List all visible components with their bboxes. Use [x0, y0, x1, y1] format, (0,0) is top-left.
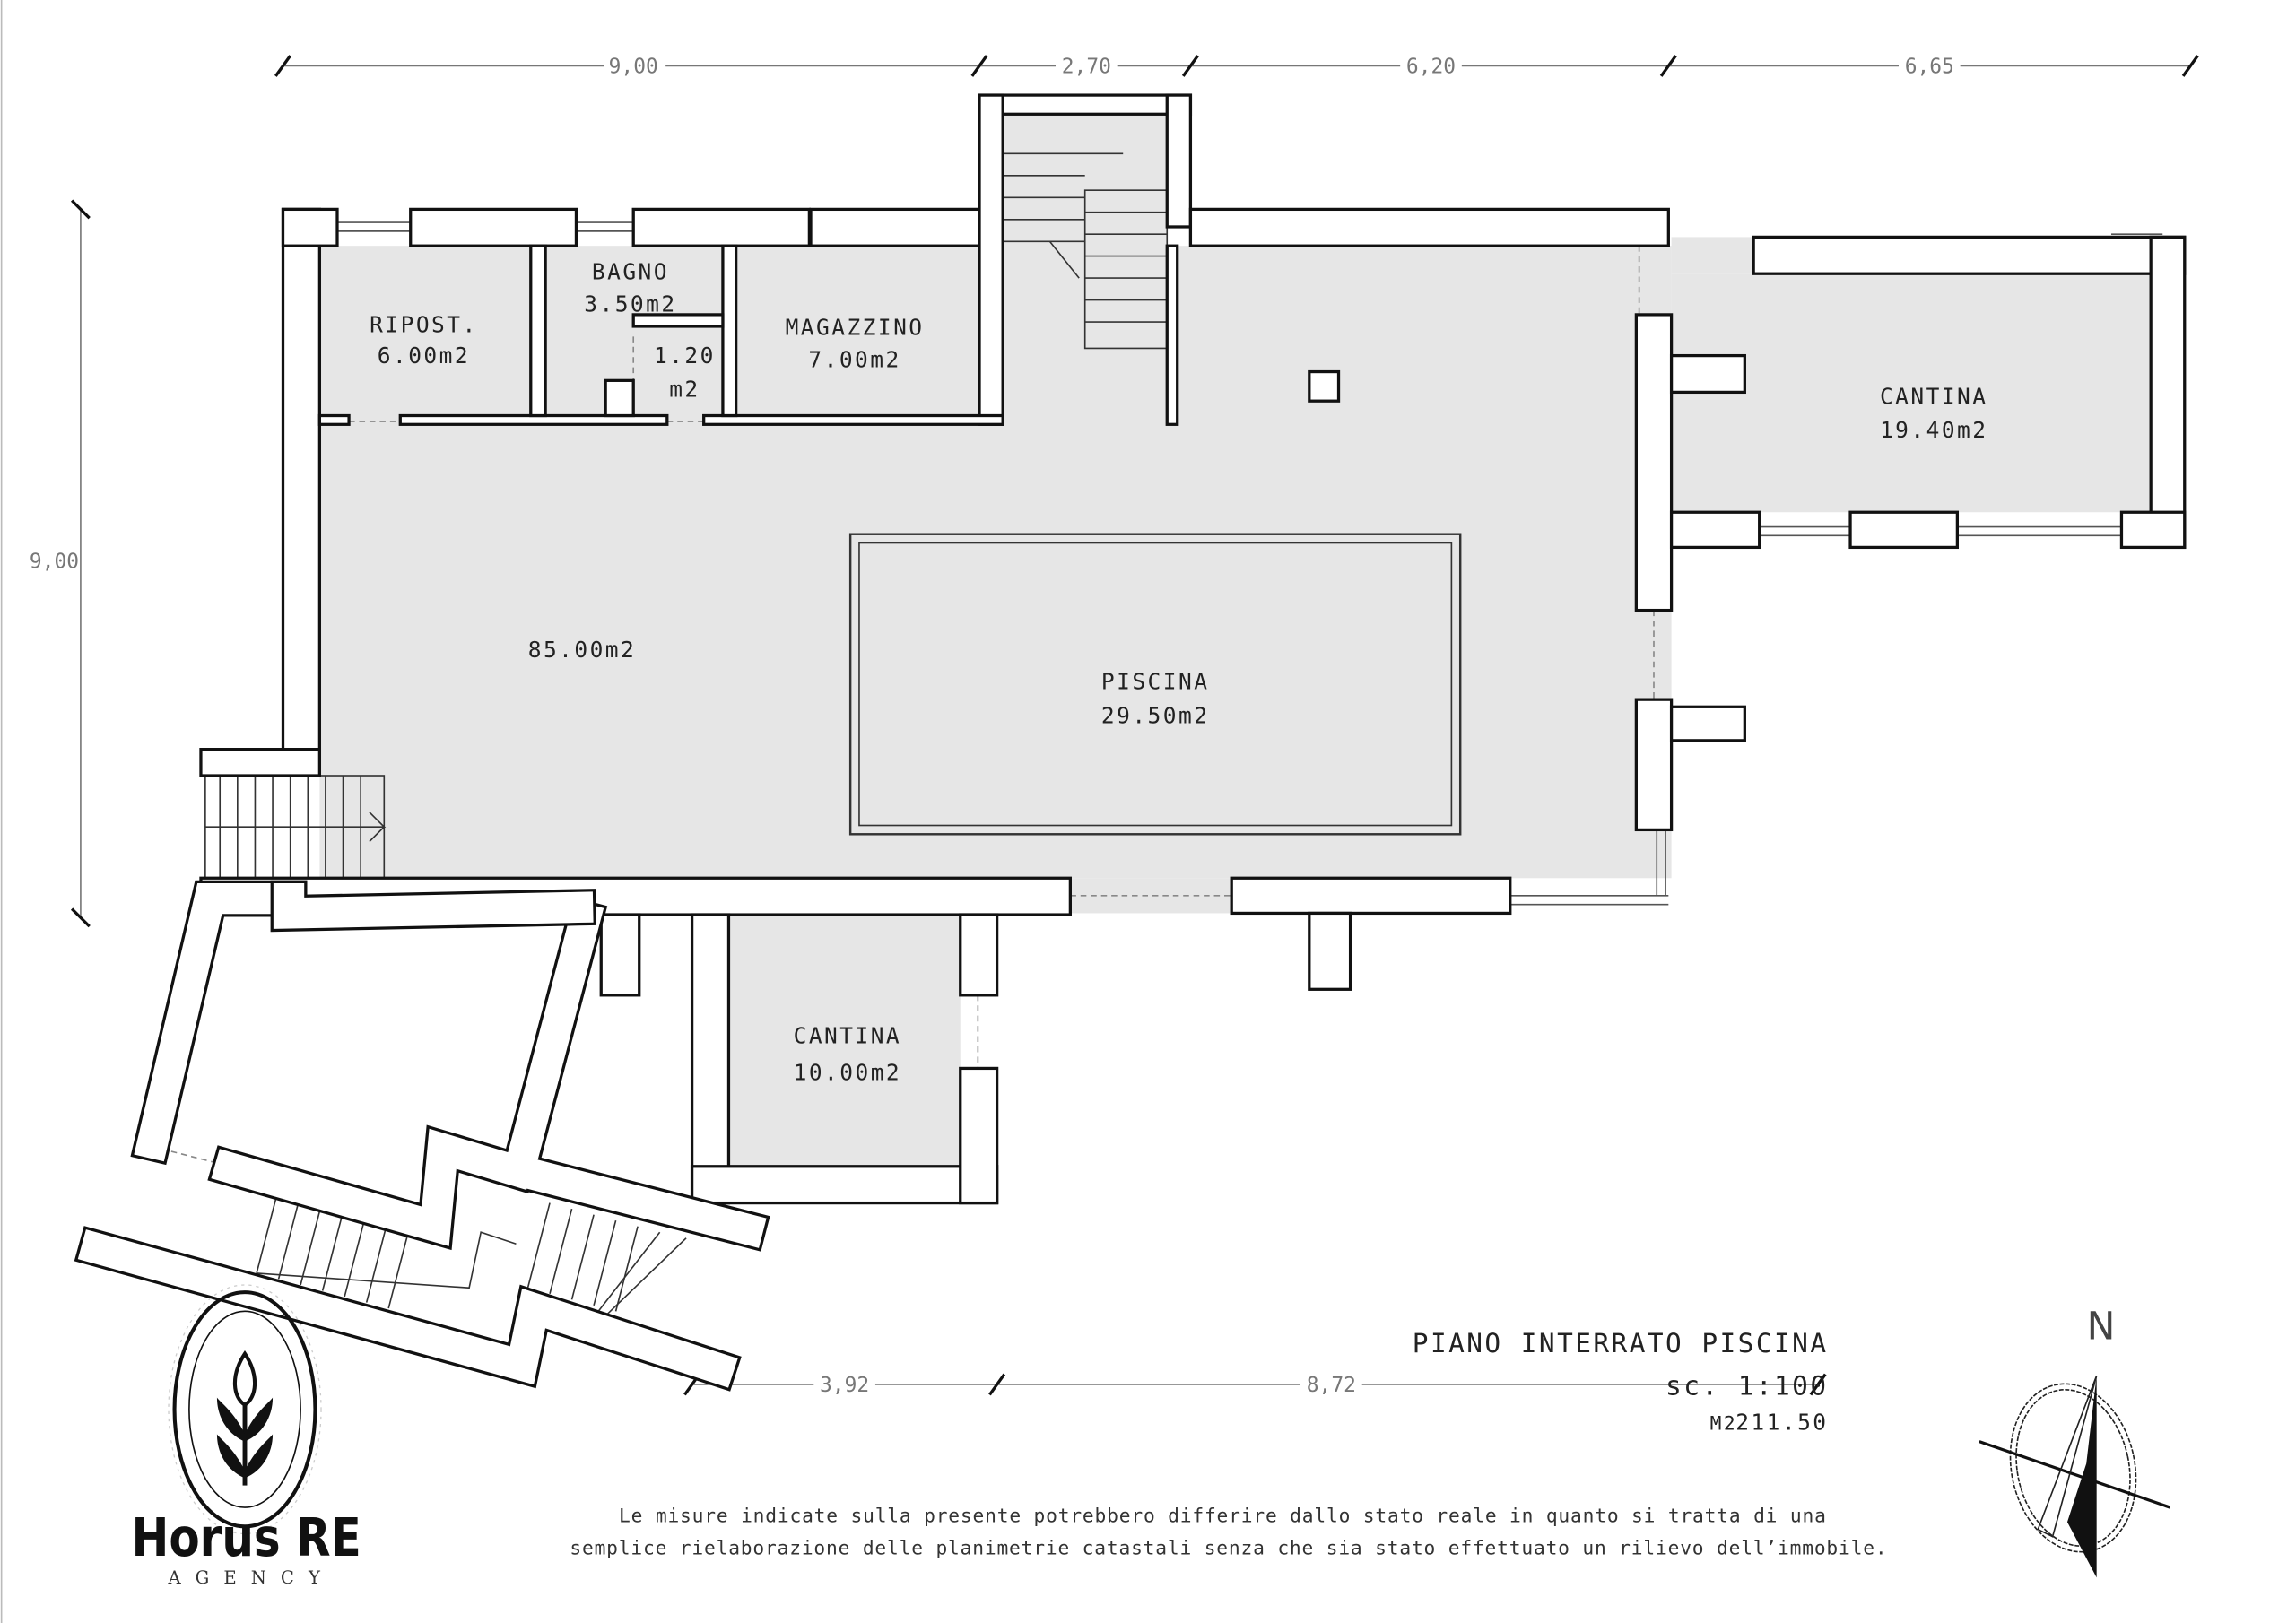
- walls: [199, 93, 2187, 1205]
- compass-north-label: N: [2087, 1305, 2116, 1349]
- room-wc-area: m2: [669, 376, 700, 402]
- room-wc-name: 1.20: [654, 343, 716, 369]
- room-cantina-bottom-name: CANTINA: [794, 1023, 902, 1049]
- dim-left: 9,00: [30, 550, 79, 573]
- plan-scale: sc. 1:100: [1665, 1370, 1828, 1401]
- dim-top-2: 2,70: [1062, 56, 1111, 79]
- room-main-area: 85.00m2: [528, 637, 637, 663]
- dim-top-4: 6,65: [1905, 56, 1954, 79]
- dimension-left: 9,00: [30, 199, 91, 928]
- room-cantina-right-area: 19.40m2: [1880, 417, 1988, 443]
- windows: [336, 221, 2163, 906]
- slanted-walls: [74, 880, 770, 1392]
- room-piscina-name: PISCINA: [1101, 669, 1210, 695]
- room-cantina-right-name: CANTINA: [1880, 383, 1988, 409]
- room-magazzino-name: MAGAZZINO: [786, 315, 925, 341]
- room-piscina-area: 29.50m2: [1101, 702, 1210, 728]
- dim-top-1: 9,00: [609, 56, 658, 79]
- room-cantina-bottom-area: 10.00m2: [794, 1060, 902, 1086]
- pool: [848, 533, 1462, 836]
- disclaimer-line-2: semplice rielaborazione delle planimetri…: [570, 1537, 1887, 1559]
- plan-area-value: 211.50: [1735, 1410, 1828, 1436]
- logo: Horus RE A G E N C Y: [131, 1284, 361, 1588]
- logo-name: Horus RE: [131, 1506, 361, 1568]
- plan-title: PIANO INTERRATO PISCINA: [1413, 1328, 1829, 1358]
- plan-area-label: M2: [1710, 1413, 1737, 1436]
- dimension-bottom: 3,92 8,72: [683, 1371, 1827, 1397]
- room-bagno-area: 3.50m2: [584, 291, 676, 317]
- room-ripost-area: 6.00m2: [378, 343, 470, 369]
- dimension-top: 9,00 2,70 6,20 6,65: [274, 52, 2199, 79]
- disclaimer-line-1: Le misure indicate sulla presente potreb…: [619, 1505, 1827, 1527]
- room-ripost-name: RIPOST.: [370, 312, 478, 338]
- room-magazzino-area: 7.00m2: [808, 347, 900, 373]
- dim-bottom-2: 8,72: [1307, 1374, 1356, 1397]
- dim-top-3: 6,20: [1406, 56, 1456, 79]
- stairs-bottom: [256, 1188, 687, 1321]
- compass-icon: N: [1979, 1305, 2170, 1578]
- room-bagno-name: BAGNO: [592, 259, 669, 285]
- logo-sub: A G E N C Y: [167, 1567, 324, 1588]
- dim-bottom-1: 3,92: [820, 1374, 869, 1397]
- wheat-icon: [216, 1350, 274, 1486]
